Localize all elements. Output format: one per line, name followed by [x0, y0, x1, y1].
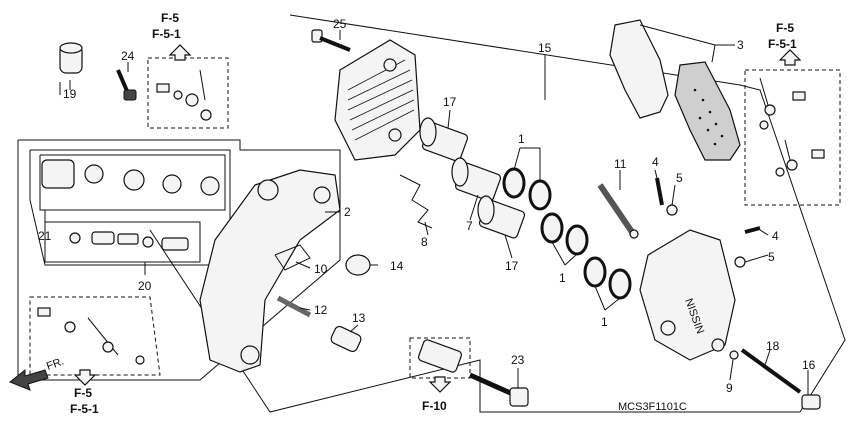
leader-lines	[44, 24, 809, 395]
part-24-bolt	[116, 69, 137, 101]
part-20-bolt-kit	[69, 231, 189, 251]
subassembly-frame	[29, 149, 231, 266]
ref-arrow-bottom-center	[428, 376, 452, 393]
ref-top-right-1: F-5	[776, 21, 794, 35]
callout-10: 10	[314, 262, 328, 276]
ref-bottom-center: F-10	[422, 399, 447, 413]
part-9-washer	[729, 350, 739, 360]
diagram-code: MCS3F1101C	[618, 401, 687, 413]
part-3-brake-pads	[609, 19, 741, 161]
callout-7: 7	[466, 219, 473, 233]
hose-fitting-box-left	[29, 296, 161, 376]
callout-11: 11	[614, 157, 627, 171]
part-4-bleeder-lower	[744, 226, 761, 234]
callout-16: 16	[802, 358, 816, 372]
callout-1-upper: 1	[518, 132, 525, 146]
part-25-bolt	[311, 29, 351, 52]
right-frame-outline	[149, 14, 846, 413]
front-direction-label: FR.	[45, 355, 66, 372]
banjo-fitting-top	[156, 69, 212, 121]
front-direction-arrow	[9, 368, 49, 391]
part-11-pin	[597, 183, 639, 239]
ref-arrow-top-right	[778, 49, 802, 66]
callout-21: 21	[38, 229, 52, 243]
hose-fitting-box-right	[744, 69, 841, 206]
callout-3: 3	[737, 38, 744, 52]
part-18-pin	[740, 348, 802, 394]
part-2-bracket	[199, 169, 341, 373]
callout-9: 9	[726, 381, 733, 395]
callout-18: 18	[766, 339, 780, 353]
ref-arrow-top-left	[168, 44, 192, 61]
ref-top-right-2: F-5-1	[768, 37, 797, 51]
callout-13: 13	[352, 311, 366, 325]
part-13-boot	[330, 325, 362, 353]
callout-20: 20	[138, 279, 152, 293]
callout-19: 19	[63, 87, 77, 101]
callout-17-upper: 17	[443, 95, 457, 109]
bolt-kit-frame	[44, 221, 201, 263]
callout-23: 23	[511, 353, 525, 367]
part-7-piston	[451, 157, 502, 202]
callout-4-lower: 4	[772, 229, 779, 243]
ref-bottom-left-2: F-5-1	[70, 402, 99, 416]
ref-bottom-left-1: F-5	[74, 386, 92, 400]
callout-15: 15	[538, 41, 552, 55]
callout-4-upper: 4	[652, 155, 659, 169]
part-21-seal-kit	[41, 159, 220, 196]
part-14-boot	[345, 254, 371, 276]
part-5-cap-upper	[666, 204, 678, 216]
banjo-fitting-right	[759, 77, 825, 177]
part-4-bleeder-upper	[655, 177, 664, 206]
part-17-piston-upper	[419, 117, 469, 162]
ref-top-left-1: F-5	[161, 11, 179, 25]
callout-14: 14	[390, 259, 404, 273]
callout-5-upper: 5	[676, 171, 683, 185]
callout-12: 12	[314, 303, 328, 317]
hose-fitting-box-top	[147, 57, 229, 129]
part-19-sleeve	[59, 42, 83, 95]
ref-top-left-2: F-5-1	[152, 27, 181, 41]
part-23-bolt	[417, 339, 529, 407]
caliper-upper-body	[334, 39, 421, 161]
caliper-lower-body: NISSIN	[639, 229, 736, 361]
callout-8: 8	[421, 235, 428, 249]
callout-25: 25	[333, 17, 347, 31]
callout-2: 2	[344, 205, 351, 219]
ref-arrow-bottom-left	[73, 369, 97, 386]
part-16-cap	[801, 394, 821, 410]
seal-kit-frame	[39, 154, 226, 211]
banjo-fitting-left	[37, 307, 145, 365]
callout-1-mid: 1	[559, 271, 566, 285]
callout-17-lower: 17	[505, 259, 519, 273]
part-12-bolt	[276, 295, 312, 318]
part-1-seals-upper	[502, 167, 552, 211]
part-8-spring	[399, 174, 433, 229]
part-10-pad-spring	[274, 244, 311, 271]
part-17-piston-lower	[477, 195, 526, 239]
part-1-seals-mid	[540, 212, 589, 256]
part-1-seals-lower	[583, 256, 632, 300]
callout-24: 24	[121, 49, 135, 63]
callout-5-lower: 5	[768, 250, 775, 264]
part-5-cap-lower	[734, 256, 746, 268]
callout-1-lower: 1	[601, 315, 608, 329]
